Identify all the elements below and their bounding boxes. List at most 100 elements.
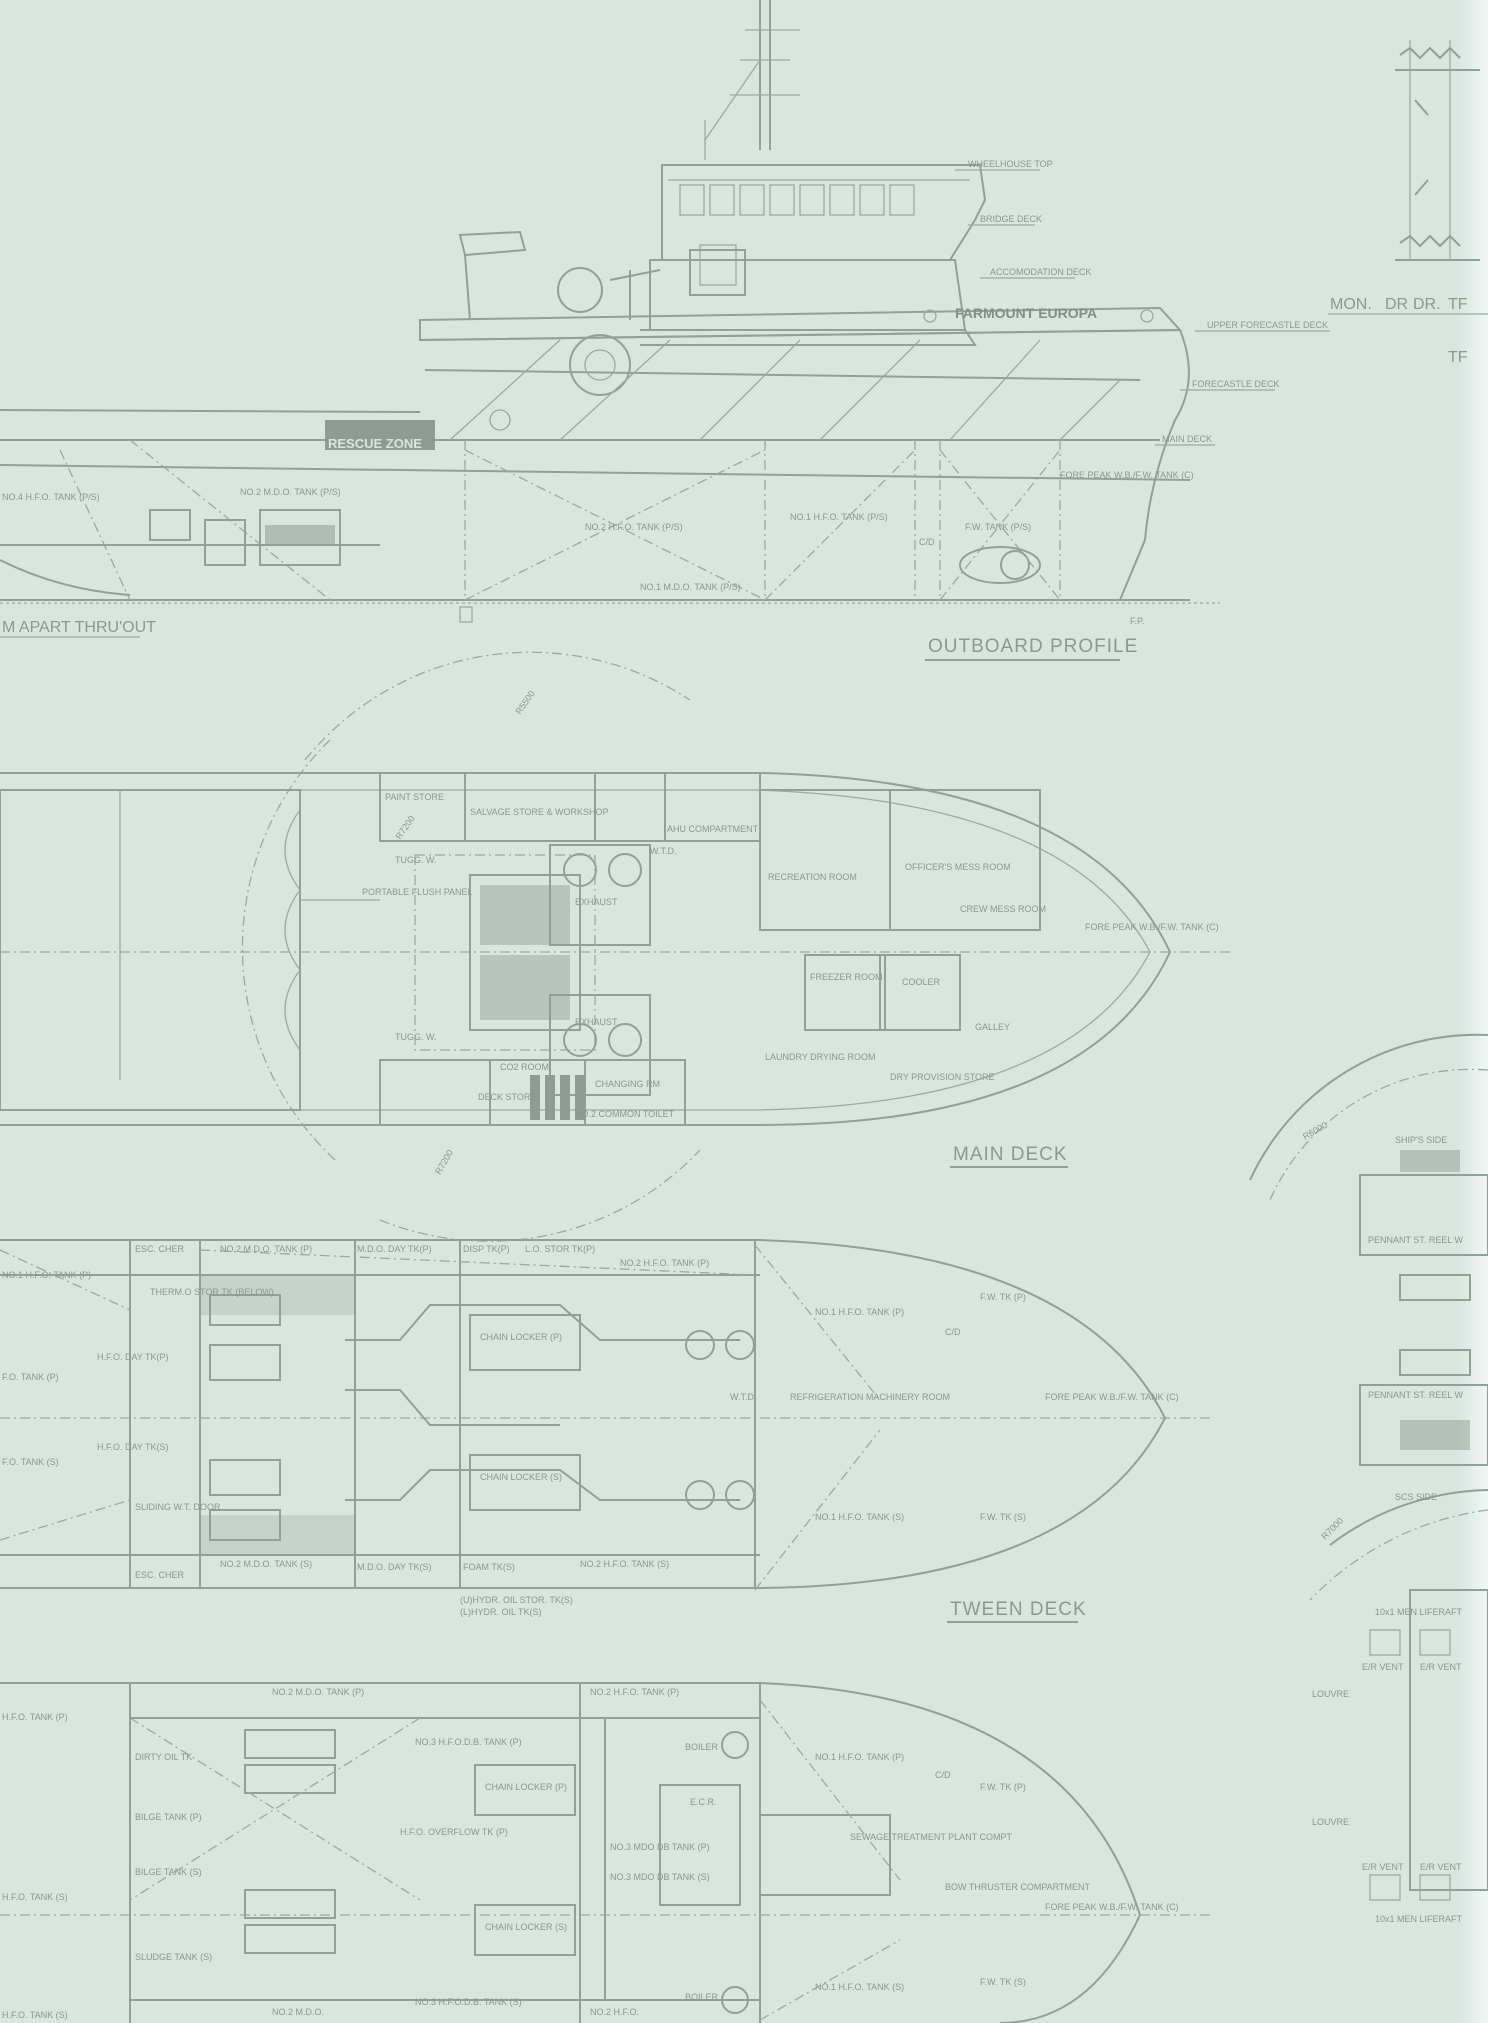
- room-label: DECK STORE: [478, 1092, 536, 1102]
- room-label: NO.2 H.F.O.: [590, 2007, 639, 2017]
- deck-level-label: ACCOMODATION DECK: [990, 267, 1091, 277]
- room-label: NO.3 H.F.O.D.B. TANK (P): [415, 1737, 522, 1747]
- symbol-icon: [1399, 46, 1461, 60]
- side-label: E/R VENT: [1362, 1662, 1404, 1672]
- room-label: L.O. STOR TK(P): [525, 1244, 595, 1254]
- tank-label: FORE PEAK W.B./F.W. TANK (C): [1060, 470, 1194, 480]
- tank-label: NO.2 H.F.O. TANK (P/S): [585, 522, 683, 532]
- room-label: NO.2 M.D.O. TANK (S): [220, 1559, 312, 1569]
- room-label: NO.1 H.F.O. TANK (S): [815, 1982, 904, 1992]
- room-label: CO2 ROOM: [500, 1062, 549, 1072]
- room-label: BOILER: [685, 1992, 719, 2002]
- room-label: F.W. TK (S): [980, 1977, 1026, 1987]
- room-label: DISP TK(P): [463, 1244, 510, 1254]
- tween-deck-plan: ESC. CHER NO.2 M.D.O. TANK (P) M.D.O. DA…: [0, 1239, 1210, 1623]
- side-label: E/R VENT: [1420, 1862, 1462, 1872]
- room-label: FORE PEAK W.B./F.W. TANK (C): [1045, 1902, 1179, 1912]
- side-label: LOUVRE: [1312, 1817, 1349, 1827]
- photo-glare: [1458, 0, 1488, 2023]
- room-label: PORTABLE FLUSH PANEL: [362, 887, 473, 897]
- crane: [458, 230, 661, 431]
- room-label: PAINT STORE: [385, 792, 444, 802]
- room-label: BILGE TANK (P): [135, 1812, 202, 1822]
- side-label: PENNANT ST. REEL W: [1368, 1235, 1464, 1245]
- room-label: (U)HYDR. OIL STOR. TK(S): [460, 1595, 573, 1605]
- radius-label: R7200: [433, 1148, 455, 1176]
- room-label: BOW THRUSTER COMPARTMENT: [945, 1882, 1091, 1892]
- room-label: H.F.O. TANK (P): [2, 1712, 68, 1722]
- tank-label: NO.4 H.F.O. TANK (P/S): [2, 492, 100, 502]
- room-label: NO.1 H.F.O. TANK (P): [2, 1270, 91, 1280]
- legend-header: DR.: [1413, 296, 1441, 313]
- room-label: C/D: [935, 1770, 951, 1780]
- room-label: FORE PEAK W.B./F.W. TANK (C): [1085, 922, 1219, 932]
- room-label: F.W. TK (P): [980, 1782, 1026, 1792]
- tank-label: NO.1 M.D.O. TANK (P/S): [640, 582, 741, 592]
- side-label: SHIP'S SIDE: [1395, 1135, 1447, 1145]
- mast: [704, 0, 800, 160]
- fp-label: F.P.: [1130, 616, 1144, 626]
- room-label: COOLER: [902, 977, 941, 987]
- tank-label: F.W. TANK (P/S): [965, 522, 1031, 532]
- side-label: PENNANT ST. REEL W: [1368, 1390, 1464, 1400]
- room-label: M.D.O. DAY TK(P): [357, 1244, 432, 1254]
- room-label: NO.2 M.D.O.: [272, 2007, 324, 2017]
- room-label: FORE PEAK W.B./F.W. TANK (C): [1045, 1392, 1179, 1402]
- room-label: NO.2 COMMON TOILET: [575, 1109, 675, 1119]
- room-label: OFFICER'S MESS ROOM: [905, 862, 1011, 872]
- tank-label: C/D: [919, 537, 935, 547]
- legend-header: DR: [1385, 296, 1408, 313]
- room-label: (L)HYDR. OIL TK(S): [460, 1607, 542, 1617]
- room-label: NO.2 M.D.O. TANK (P): [220, 1244, 312, 1254]
- deck-level-label: FORECASTLE DECK: [1192, 379, 1280, 389]
- deck-level-label: BRIDGE DECK: [980, 214, 1042, 224]
- room-label: CHAIN LOCKER (S): [480, 1472, 562, 1482]
- room-label: F.W. TK (S): [980, 1512, 1026, 1522]
- room-label: EXHAUST: [575, 1017, 618, 1027]
- wheelhouse: [661, 164, 987, 261]
- room-label: FOAM TK(S): [463, 1562, 515, 1572]
- room-label: REFRIGERATION MACHINERY ROOM: [790, 1392, 950, 1402]
- room-label: DRY PROVISION STORE: [890, 1072, 995, 1082]
- radius-label: R7200: [393, 814, 416, 841]
- towing-winch: [414, 854, 596, 1051]
- rescue-zone-marking: [325, 420, 435, 450]
- room-label: GALLEY: [975, 1022, 1010, 1032]
- room-label: TUGG. W.: [395, 1032, 437, 1042]
- room-label: THERM.O STOR.TK (BELOW): [150, 1287, 274, 1297]
- room-label: F.O. TANK (S): [2, 1457, 59, 1467]
- frame-spacing-note: M APART THRU'OUT: [2, 619, 156, 636]
- deck-level-label: WHEELHOUSE TOP: [968, 159, 1053, 169]
- radius-label: R5500: [513, 689, 536, 716]
- main-engine: [0, 509, 380, 566]
- deck-level-label: MAIN DECK: [1162, 434, 1212, 444]
- radius-label: R6000: [1301, 1120, 1329, 1142]
- room-label: C/D: [945, 1327, 961, 1337]
- room-label: FREEZER ROOM: [810, 972, 883, 982]
- room-label: AHU COMPARTMENT: [667, 824, 759, 834]
- room-label: NO.2 M.D.O. TANK (P): [272, 1687, 364, 1697]
- room-label: BILGE TANK (S): [135, 1867, 202, 1877]
- room-label: EXHAUST: [575, 897, 618, 907]
- main-deck-title: MAIN DECK: [953, 1144, 1068, 1165]
- room-label: NO.1 H.F.O. TANK (S): [815, 1512, 904, 1522]
- room-label: NO.3 H.F.O.D.B. TANK (S): [415, 1997, 522, 2007]
- deck-level-labels: WHEELHOUSE TOP BRIDGE DECK ACCOMODATION …: [955, 159, 1330, 446]
- room-label: SEWAGE TREATMENT PLANT COMPT: [850, 1832, 1013, 1842]
- side-label: SCS SIDE: [1395, 1492, 1437, 1502]
- room-label: H.F.O. DAY TK(S): [97, 1442, 169, 1452]
- rescue-zone-label: RESCUE ZONE: [328, 436, 422, 451]
- room-label: H.F.O. DAY TK(P): [97, 1352, 169, 1362]
- room-label: NO.1 H.F.O. TANK (P): [815, 1752, 904, 1762]
- room-label: W.T.D.: [650, 846, 677, 856]
- symbol-icon: [1414, 99, 1429, 116]
- outboard-profile: FARMOUNT EUROPA RESCUE ZONE: [0, 0, 1330, 661]
- room-label: NO.1 H.F.O. TANK (P): [815, 1307, 904, 1317]
- symbol-legend: MON. DR DR. TF TF: [1328, 40, 1488, 366]
- room-label: CREW MESS ROOM: [960, 904, 1046, 914]
- room-label: CHAIN LOCKER (P): [485, 1782, 567, 1792]
- room-label: BOILER: [685, 1742, 719, 1752]
- room-label: CHAIN LOCKER (S): [485, 1922, 567, 1932]
- lower-deck-plan: NO.2 M.D.O. TANK (P) NO.2 H.F.O. TANK (P…: [0, 1682, 1210, 2023]
